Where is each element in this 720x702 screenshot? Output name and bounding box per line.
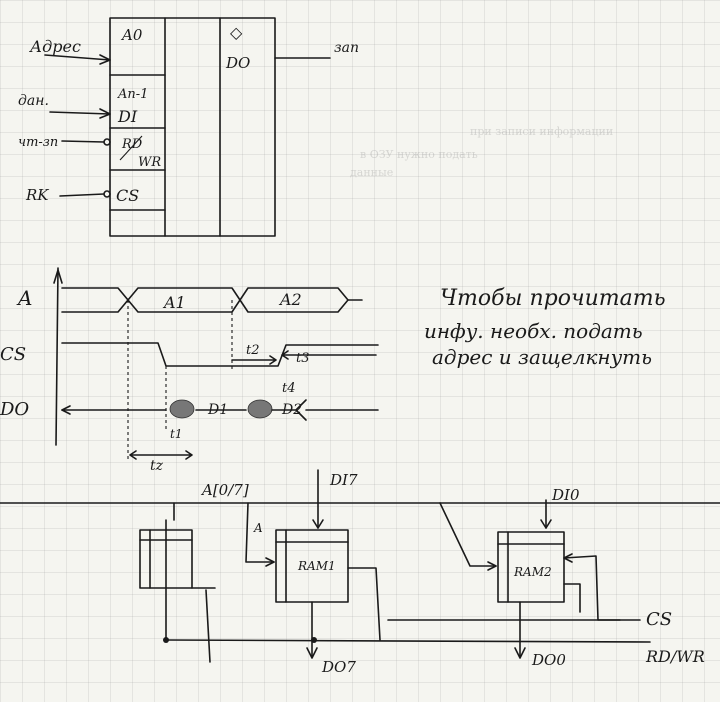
- address-bus-label: A[0/7]: [200, 481, 249, 499]
- memory-chip-symbol: A0 An-1 DI RD WR CS ◇ DO Адрес дан. чт-з…: [18, 17, 359, 237]
- time-axis: [55, 267, 59, 446]
- t3-label: t3: [296, 351, 310, 366]
- pin-a0-label: A0: [120, 26, 143, 44]
- bleed-through-text: при записи информации в ОЗУ нужно подать…: [350, 125, 613, 179]
- rk-input-label: RK: [25, 186, 49, 204]
- address-line: [44, 54, 111, 61]
- data-input-label: дан.: [18, 93, 49, 109]
- t1-label: t1: [170, 427, 182, 441]
- data-d1-label: D1: [207, 402, 228, 418]
- timing-diagram: A1 A2 A t2 t3 CS D1 D2 t4 t1 DO tz: [0, 267, 379, 474]
- ram1-label: RAM1: [297, 559, 336, 573]
- pin-cs-label: CS: [116, 186, 139, 205]
- do0-label: DO0: [531, 651, 566, 669]
- undefined-data-region-1: [169, 399, 195, 419]
- ghost-line-3: данные: [350, 166, 393, 179]
- data-d2-label: D2: [281, 402, 302, 418]
- signal-a-label: A: [16, 286, 32, 310]
- output-label: зап: [334, 40, 359, 56]
- do7-label: DO7: [321, 658, 356, 676]
- note-line-3: адрес и защелкнуть: [432, 345, 652, 369]
- signal-cs-label: CS: [0, 344, 26, 365]
- ram2-block: [497, 531, 565, 603]
- handwritten-note: Чтобы прочитать инфу. необх. подать адре…: [424, 286, 666, 369]
- pin-di-label: DI: [117, 107, 138, 126]
- rdwr-label: RD/WR: [645, 647, 705, 666]
- di0-label: DI0: [551, 486, 580, 504]
- pin-an1-label: An-1: [117, 87, 148, 102]
- bus-a1-label: A1: [162, 293, 186, 312]
- ram2-label: RAM2: [513, 565, 552, 579]
- address-tap-label: A: [253, 521, 263, 535]
- note-line-2: инфу. необх. подать: [424, 319, 643, 343]
- memory-circuit: A[0/7] DI7 RAM1 A DO7 DI0 RAM2 DO0: [0, 469, 720, 676]
- rdwr-line: [165, 639, 651, 643]
- pin-wr-label: WR: [138, 155, 161, 170]
- read-write-input-label: чт-зп: [18, 135, 58, 150]
- tz-label: tz: [150, 458, 164, 474]
- ghost-line-1: при записи информации: [470, 125, 613, 138]
- undefined-data-region-2: [247, 399, 273, 419]
- chip-outline: [109, 17, 276, 237]
- bus-a2-label: A2: [278, 290, 302, 309]
- t4-label: t4: [282, 381, 296, 396]
- di7-label: DI7: [329, 471, 358, 489]
- diamond-mark: ◇: [230, 23, 243, 42]
- cs-label: CS: [646, 609, 672, 630]
- ghost-line-2: в ОЗУ нужно подать: [360, 148, 478, 161]
- address-input-label: Адрес: [29, 37, 81, 56]
- signal-do-label: DO: [0, 399, 29, 420]
- note-line-1: Чтобы прочитать: [440, 286, 666, 311]
- pin-do-label: DO: [225, 54, 250, 72]
- t2-label: t2: [246, 343, 260, 358]
